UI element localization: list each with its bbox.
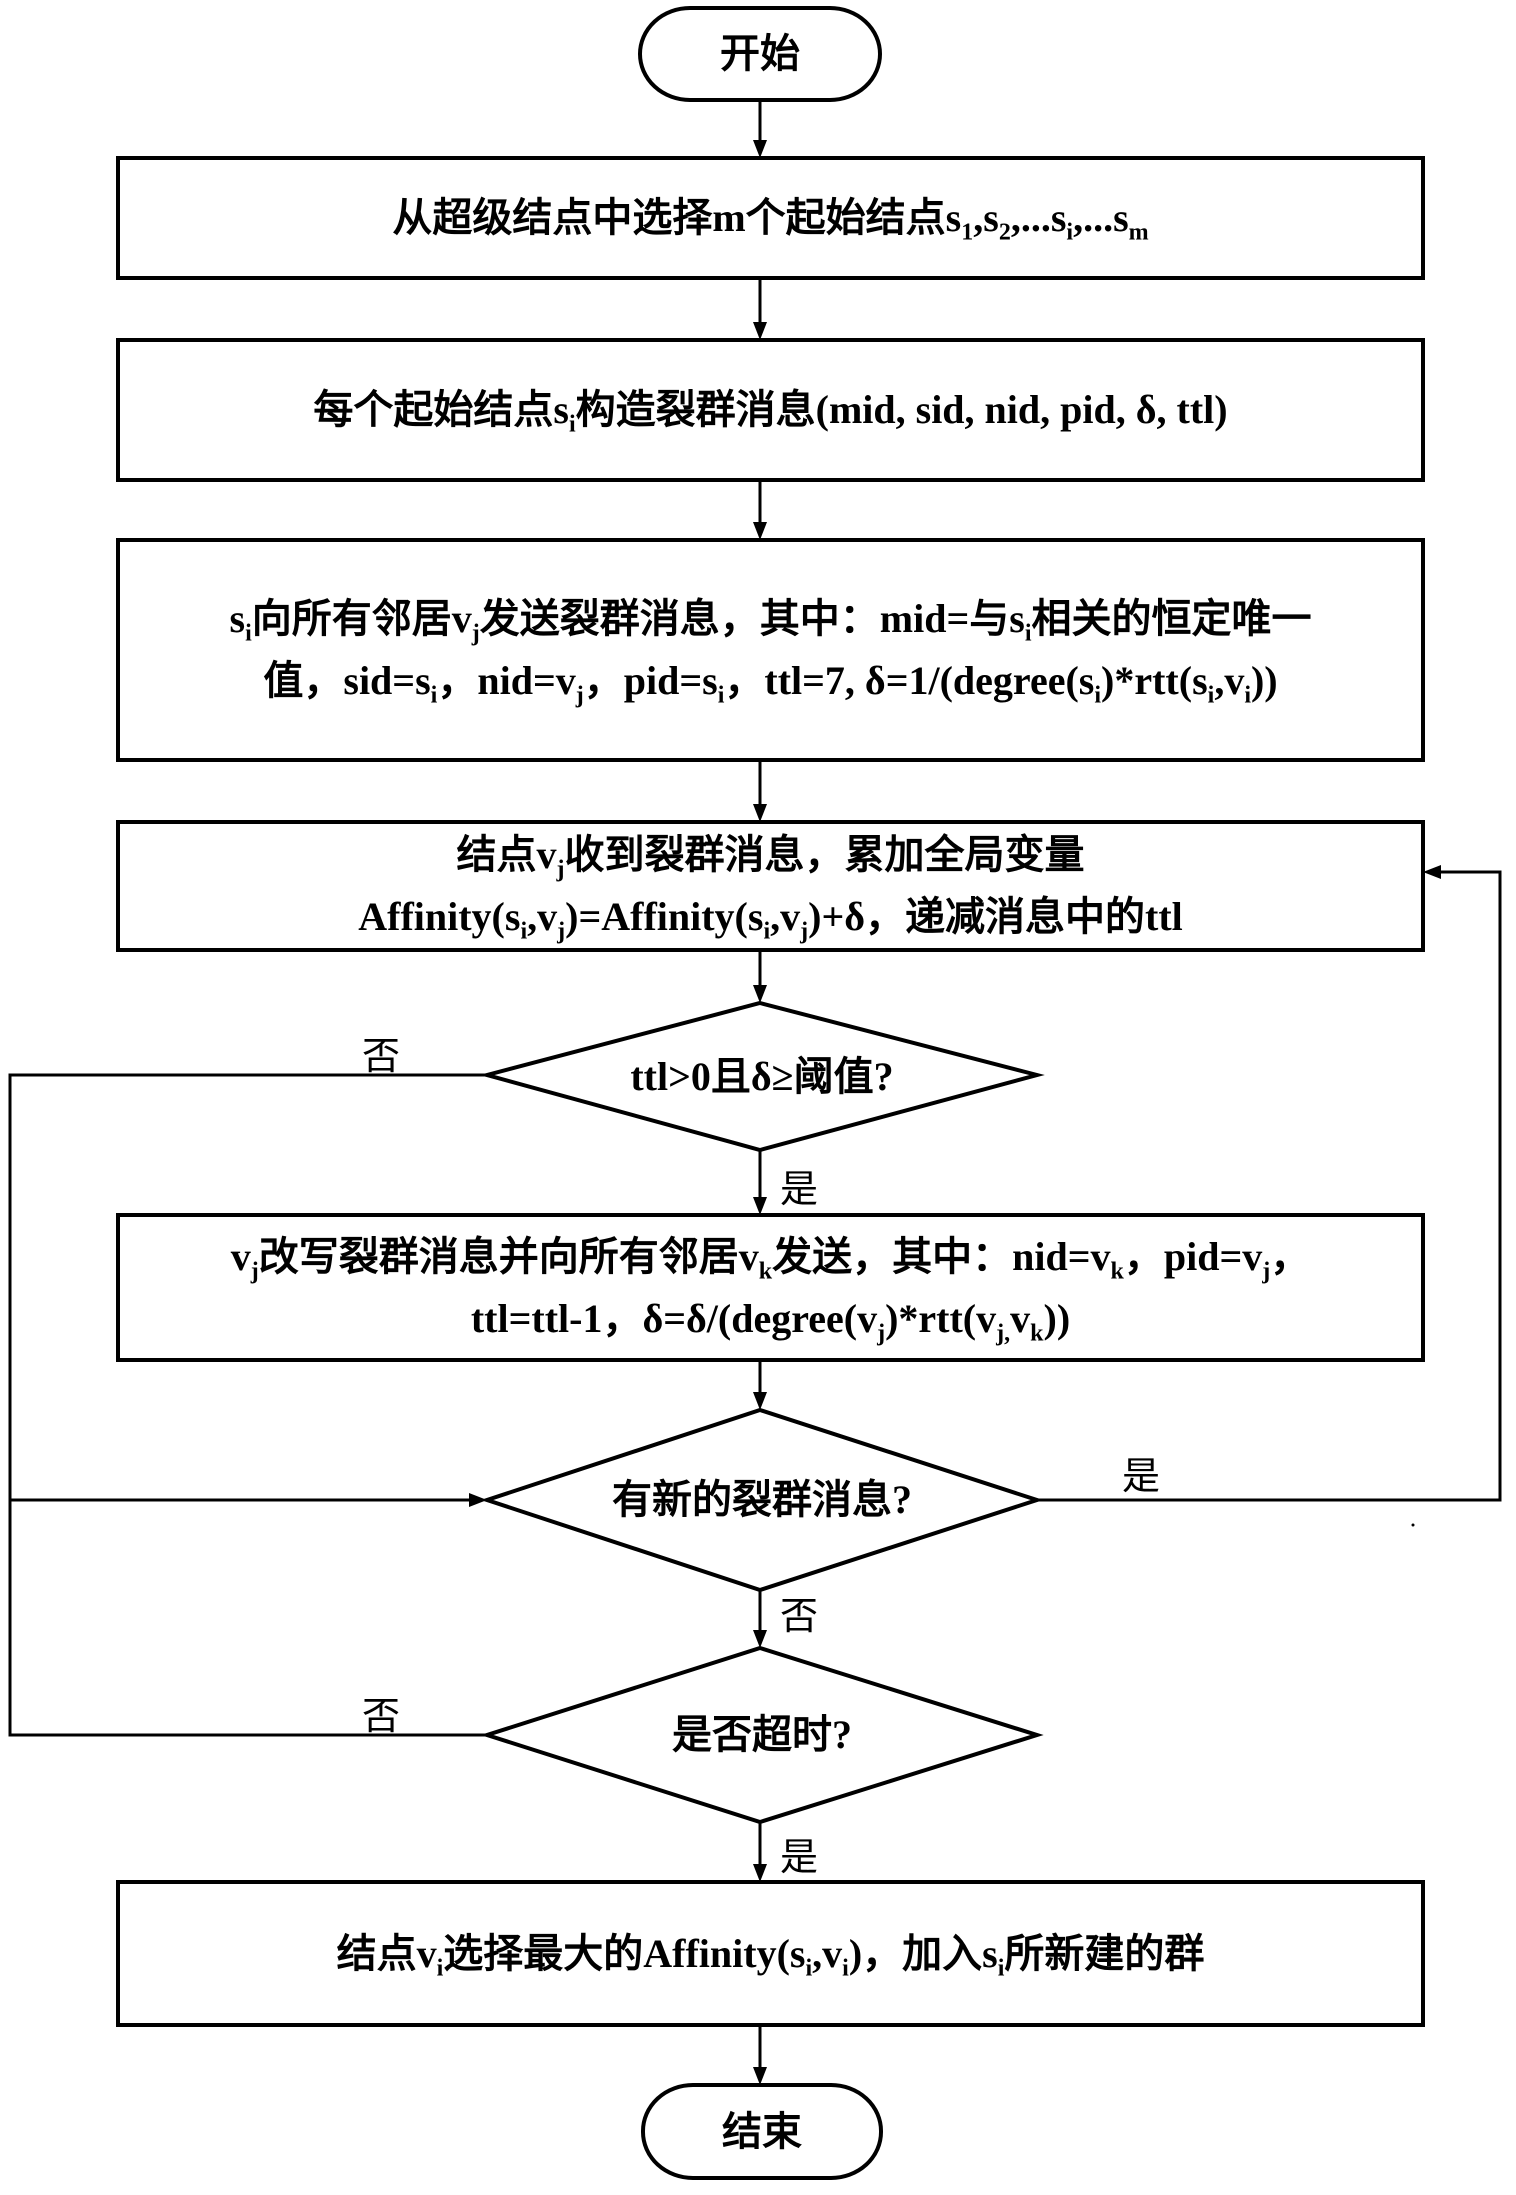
- step4-box: [116, 820, 1425, 952]
- arrowhead-icon: [753, 522, 767, 540]
- decision3-label: 是否超时?: [487, 1648, 1037, 1822]
- node-text-content: 结点vi选择最大的Affinity(si,vi)，加入si所新建的群: [336, 1930, 1205, 1981]
- arrowhead-icon: [1423, 865, 1441, 879]
- node-text-content: 从超级结点中选择m个起始结点s1,s2,...si,...sm: [392, 195, 1149, 246]
- step6-box: [116, 1880, 1425, 2027]
- connector-decision1-no-to-decision2: [8, 1073, 487, 1507]
- node-text-content: si向所有邻居vj发送裂群消息，其中：mid=与si相关的恒定唯一值，sid=s…: [229, 596, 1312, 709]
- step5-box: [116, 1213, 1425, 1362]
- arrowhead-icon: [753, 1197, 767, 1215]
- start-label: 开始: [640, 8, 880, 100]
- connector-decision2-decision3: [753, 1590, 767, 1648]
- node-text-content: 是否超时?: [672, 1712, 852, 1757]
- connector-decision1-step5: [753, 1150, 767, 1215]
- step1-box: [116, 156, 1425, 280]
- node-text-content: 有新的裂群消息?: [612, 1477, 912, 1522]
- node-text-content: vj改写裂群消息并向所有邻居vk发送，其中：nid=vk，pid=vj，ttl=…: [230, 1233, 1311, 1346]
- end-terminal: [641, 2083, 883, 2180]
- arrowhead-icon: [753, 1630, 767, 1648]
- step6-label: 结点vi选择最大的Affinity(si,vi)，加入si所新建的群: [118, 1882, 1423, 2025]
- step2-label: 每个起始结点si构造裂群消息(mid, sid, nid, pid, δ, tt…: [118, 340, 1423, 480]
- speck-dot: [1411, 1523, 1415, 1527]
- edge-label-decision1-no: 否: [362, 1034, 401, 1078]
- arrowhead-icon: [753, 1392, 767, 1410]
- step2-box: [116, 338, 1425, 482]
- end-label: 结束: [643, 2085, 881, 2178]
- connector-decision2-yes-to-step4: [1037, 865, 1502, 1502]
- step1-label: 从超级结点中选择m个起始结点s1,s2,...si,...sm: [118, 158, 1423, 278]
- arrowhead-icon: [753, 985, 767, 1003]
- node-text-content: 开始: [720, 31, 800, 76]
- arrowhead-icon: [753, 322, 767, 340]
- decision1-label: ttl>0且δ≥阈值?: [487, 1003, 1037, 1150]
- node-text-content: 结束: [722, 2108, 802, 2154]
- connector-step5-decision2: [753, 1360, 767, 1410]
- node-text-content: ttl>0且δ≥阈值?: [630, 1053, 894, 1099]
- connector-decision3-step6: [753, 1822, 767, 1882]
- connector-step6-end: [753, 2025, 767, 2085]
- step3-box: [116, 538, 1425, 762]
- arrowhead-icon: [753, 1864, 767, 1882]
- edge-label-decision2-no: 否: [780, 1594, 819, 1638]
- edge-label-decision1-yes: 是: [780, 1167, 819, 1211]
- connector-step2-step3: [753, 480, 767, 540]
- arrowhead-icon: [753, 2067, 767, 2085]
- connector-step3-step4: [753, 760, 767, 822]
- edge-label-decision2-yes: 是: [1122, 1454, 1161, 1498]
- arrowhead-icon: [753, 140, 767, 158]
- connector-step1-step2: [753, 278, 767, 340]
- step5-label: vj改写裂群消息并向所有邻居vk发送，其中：nid=vk，pid=vj，ttl=…: [118, 1215, 1423, 1360]
- edge-label-decision3-yes: 是: [780, 1835, 819, 1879]
- node-text-content: 每个起始结点si构造裂群消息(mid, sid, nid, pid, δ, tt…: [313, 387, 1228, 438]
- connector-start-step1: [753, 100, 767, 158]
- arrowhead-icon: [469, 1493, 487, 1507]
- decision2-label: 有新的裂群消息?: [487, 1410, 1037, 1590]
- connector-step4-decision1: [753, 950, 767, 1003]
- step3-label: si向所有邻居vj发送裂群消息，其中：mid=与si相关的恒定唯一值，sid=s…: [118, 540, 1423, 760]
- edge-label-decision3-no: 否: [362, 1694, 401, 1738]
- arrowhead-icon: [753, 804, 767, 822]
- connector-decision3-no-to-decision2: [8, 1500, 487, 1737]
